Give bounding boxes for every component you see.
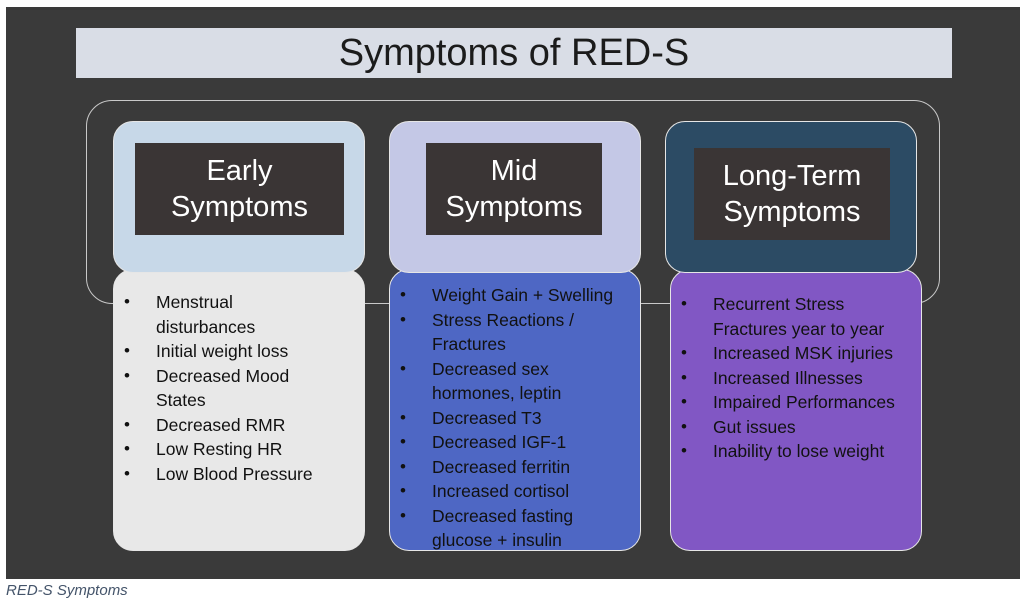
list-item: Recurrent Stress Fractures year to year [671,292,893,341]
list-item: Increased MSK injuries [671,341,921,366]
long-term-symptoms-list: Recurrent Stress Fractures year to year … [671,292,921,464]
list-item: Menstrual disturbances [114,290,306,339]
list-item: Decreased fasting glucose + insulin [390,504,607,553]
mid-symptoms-list: Weight Gain + Swelling Stress Reactions … [390,283,640,553]
list-item: Decreased T3 [390,406,640,431]
list-item: Decreased sex hormones, leptin [390,357,607,406]
list-item: Initial weight loss [114,339,364,364]
mid-symptoms-header-box: Mid Symptoms [389,121,641,273]
slide: Symptoms of RED-S Menstrual disturbances… [6,7,1020,579]
list-item: Decreased IGF-1 [390,430,640,455]
early-symptoms-list: Menstrual disturbances Initial weight lo… [114,290,364,486]
early-symptoms-header: Early Symptoms [135,143,344,235]
list-item: Decreased ferritin [390,455,640,480]
mid-symptoms-list-box: Weight Gain + Swelling Stress Reactions … [389,269,641,551]
list-item: Increased Illnesses [671,366,921,391]
mid-symptoms-header: Mid Symptoms [426,143,602,235]
list-item: Low Resting HR [114,437,364,462]
slide-title: Symptoms of RED-S [76,28,952,78]
list-item: Low Blood Pressure [114,462,364,487]
list-item: Increased cortisol [390,479,640,504]
figure-caption: RED-S Symptoms [6,582,128,599]
early-symptoms-list-box: Menstrual disturbances Initial weight lo… [113,269,365,551]
long-term-symptoms-header-box: Long-Term Symptoms [665,121,917,273]
long-term-symptoms-list-box: Recurrent Stress Fractures year to year … [670,269,922,551]
list-item: Decreased Mood States [114,364,331,413]
list-item: Decreased RMR [114,413,364,438]
list-item: Weight Gain + Swelling [390,283,640,308]
list-item: Inability to lose weight [671,439,921,464]
list-item: Gut issues [671,415,921,440]
long-term-symptoms-header: Long-Term Symptoms [694,148,890,240]
list-item: Impaired Performances [671,390,921,415]
early-symptoms-header-box: Early Symptoms [113,121,365,273]
list-item: Stress Reactions / Fractures [390,308,607,357]
